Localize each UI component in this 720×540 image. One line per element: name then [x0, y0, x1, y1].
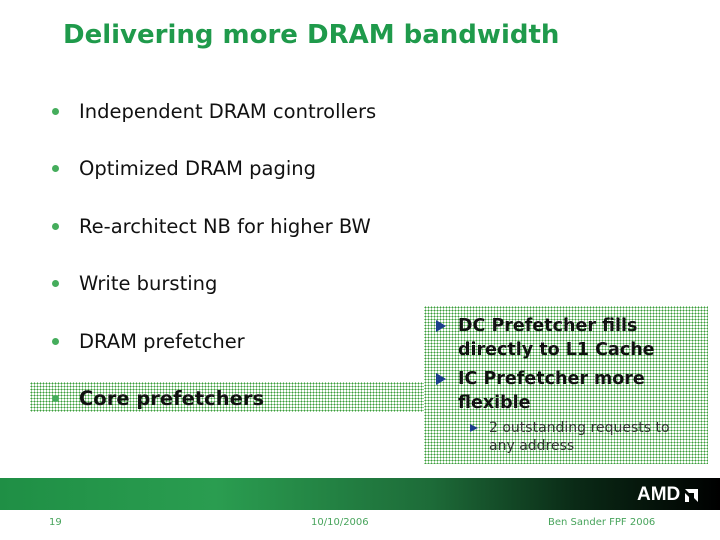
bullet-text: Write bursting — [79, 272, 218, 295]
bullet-item: DRAM prefetcher — [48, 330, 245, 353]
highlight-band — [30, 382, 430, 412]
bullet-dot-icon — [52, 223, 59, 230]
callout-item: IC Prefetcher more flexible — [436, 367, 645, 415]
bullet-dot-icon — [52, 280, 59, 287]
callout-item-text: DC Prefetcher fills directly to L1 Cache — [458, 314, 655, 362]
triangle-arrow-icon — [470, 424, 478, 432]
callout-line: DC Prefetcher fills — [458, 316, 638, 336]
bullet-item: Optimized DRAM paging — [48, 157, 316, 180]
footer-author: Ben Sander FPF 2006 — [548, 517, 656, 528]
bullet-text: Optimized DRAM paging — [79, 157, 317, 180]
triangle-arrow-icon — [436, 373, 446, 385]
bullet-text: DRAM prefetcher — [79, 330, 245, 353]
bullet-item-highlighted: Core prefetchers — [48, 387, 264, 410]
callout-line: IC Prefetcher more — [458, 369, 645, 389]
callout-line: directly to L1 Cache — [458, 340, 655, 360]
bullet-dot-icon — [52, 165, 59, 172]
callout-item: DC Prefetcher fills directly to L1 Cache — [436, 314, 655, 362]
footer-date: 10/10/2006 — [311, 517, 369, 528]
footer-bar — [0, 478, 720, 510]
bullet-item: Re-architect NB for higher BW — [48, 215, 371, 238]
amd-logo: AMD — [637, 484, 700, 506]
amd-arrow-icon — [685, 488, 699, 502]
triangle-arrow-icon — [436, 320, 446, 332]
page-number: 19 — [49, 517, 62, 528]
callout-item-text: IC Prefetcher more flexible — [458, 367, 645, 415]
callout-line: flexible — [458, 393, 531, 413]
callout-sub-line: any address — [489, 438, 575, 454]
callout-subitem-text: 2 outstanding requests to any address — [489, 419, 670, 455]
amd-logo-text: AMD — [637, 484, 681, 505]
callout-sub-line: 2 outstanding requests to — [489, 420, 670, 436]
bullet-item: Write bursting — [48, 272, 217, 295]
bullet-dot-icon — [52, 108, 59, 115]
bullet-item: Independent DRAM controllers — [48, 100, 376, 123]
callout-subitem: 2 outstanding requests to any address — [470, 419, 670, 455]
bullet-dot-icon — [52, 338, 59, 345]
callout-box: DC Prefetcher fills directly to L1 Cache… — [424, 306, 708, 464]
bullet-dot-icon — [52, 395, 59, 402]
bullet-text: Independent DRAM controllers — [79, 100, 377, 123]
bullet-text: Re-architect NB for higher BW — [79, 215, 371, 238]
bullet-text: Core prefetchers — [79, 387, 265, 410]
slide-title: Delivering more DRAM bandwidth — [63, 20, 560, 50]
